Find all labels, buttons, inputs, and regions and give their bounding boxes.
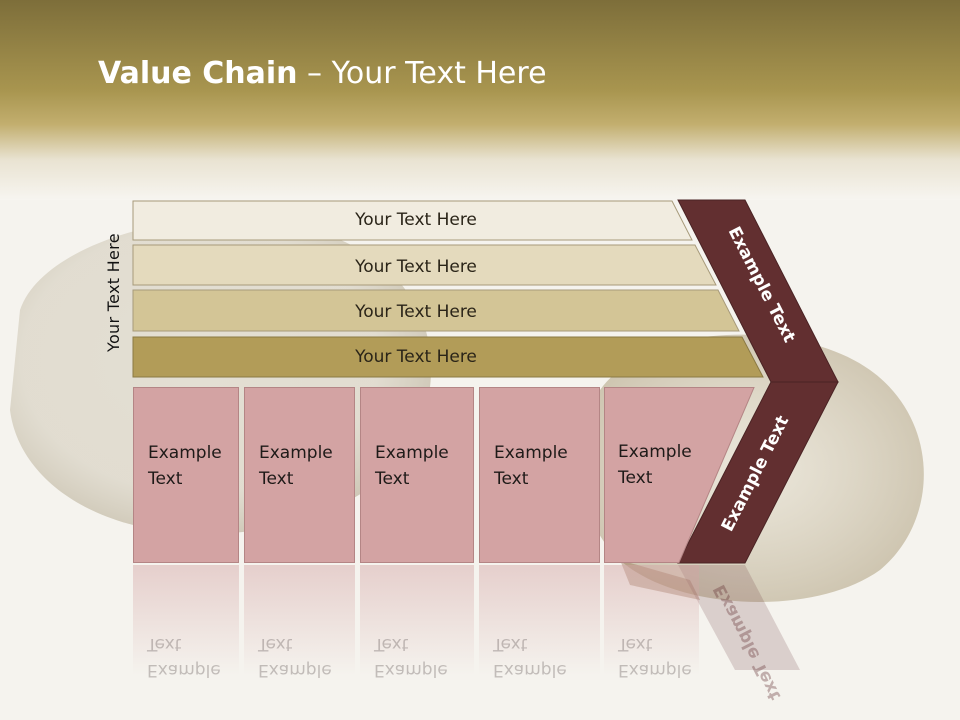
activity-box-3-label: Example Text xyxy=(375,443,449,489)
row-1-label: Your Text Here xyxy=(354,210,477,230)
activity-box-1[interactable]: Example Text xyxy=(133,387,239,563)
activity-box-1-label: Example Text xyxy=(148,443,222,489)
row-1-bar[interactable] xyxy=(132,200,693,241)
box-reflection-3-label: Example Text xyxy=(374,634,448,680)
box-reflection-4-label: Example Text xyxy=(493,634,567,680)
box-reflection-5-label: Example Text xyxy=(618,634,692,680)
row-4-bar[interactable] xyxy=(132,336,764,378)
row-3-label: Your Text Here xyxy=(354,302,477,322)
title-rest: – Your Text Here xyxy=(297,56,547,91)
activity-box-5-shape[interactable] xyxy=(604,387,764,563)
chevron-reflection xyxy=(678,565,800,670)
row-4-label: Your Text Here xyxy=(354,347,477,367)
header-band xyxy=(0,0,960,200)
box-reflection-4: Example Text xyxy=(479,565,600,695)
box-reflection-3: Example Text xyxy=(360,565,474,695)
row-3-bar[interactable] xyxy=(132,289,740,332)
activity-box-2-label: Example Text xyxy=(259,443,333,489)
box-reflection-1: Example Text xyxy=(133,565,239,695)
activity-box-4[interactable]: Example Text xyxy=(479,387,600,563)
box-reflection-2-label: Example Text xyxy=(258,634,332,680)
box-reflection-5: Example Text xyxy=(604,565,699,695)
row-2-bar[interactable] xyxy=(132,244,717,286)
slide-title: Value Chain – Your Text Here xyxy=(98,56,547,91)
chevron-bottom-arm[interactable] xyxy=(677,381,839,564)
activity-box-2[interactable]: Example Text xyxy=(244,387,355,563)
box-reflection-1-label: Example Text xyxy=(147,634,221,680)
activity-box-3[interactable]: Example Text xyxy=(360,387,474,563)
row-2-label: Your Text Here xyxy=(354,257,477,277)
activity-box-5-label: Example Text xyxy=(618,442,692,488)
title-bold: Value Chain xyxy=(98,56,298,91)
activity-box-4-label: Example Text xyxy=(494,443,568,489)
box-reflection-2: Example Text xyxy=(244,565,355,695)
